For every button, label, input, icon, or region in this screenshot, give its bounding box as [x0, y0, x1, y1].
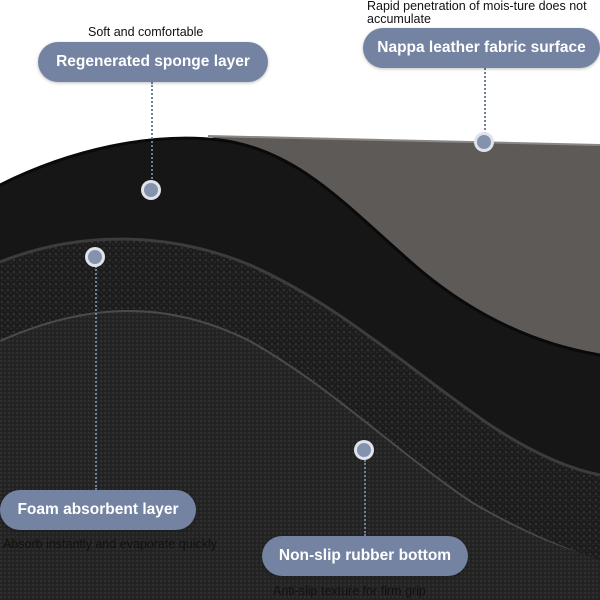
- sponge-layer: [0, 138, 600, 475]
- rubber-leader-line: [364, 460, 366, 536]
- foam-absorbent-layer: [0, 239, 600, 560]
- nappa-marker-dot: [474, 132, 494, 152]
- sponge-leader-line: [151, 82, 153, 186]
- rubber-marker-dot: [354, 440, 374, 460]
- sponge-caption: Soft and comfortable: [88, 25, 204, 39]
- foam-caption: Absorb instantly and evaporate quickly: [3, 537, 218, 551]
- sponge-marker-dot: [141, 180, 161, 200]
- foam-layer-label: Foam absorbent layer: [0, 490, 196, 530]
- nappa-leader-line: [484, 68, 486, 138]
- leather-surface-layer: [208, 136, 600, 355]
- nappa-caption: Rapid penetration of mois-ture does not …: [367, 0, 587, 26]
- rubber-bottom-label: Non-slip rubber bottom: [262, 536, 468, 576]
- foam-leader-line: [95, 266, 97, 490]
- rubber-caption: Anti-slip texture for firm grip: [273, 584, 426, 598]
- sponge-layer-label: Regenerated sponge layer: [38, 42, 268, 82]
- nappa-surface-label: Nappa leather fabric surface: [363, 28, 600, 68]
- foam-marker-dot: [85, 247, 105, 267]
